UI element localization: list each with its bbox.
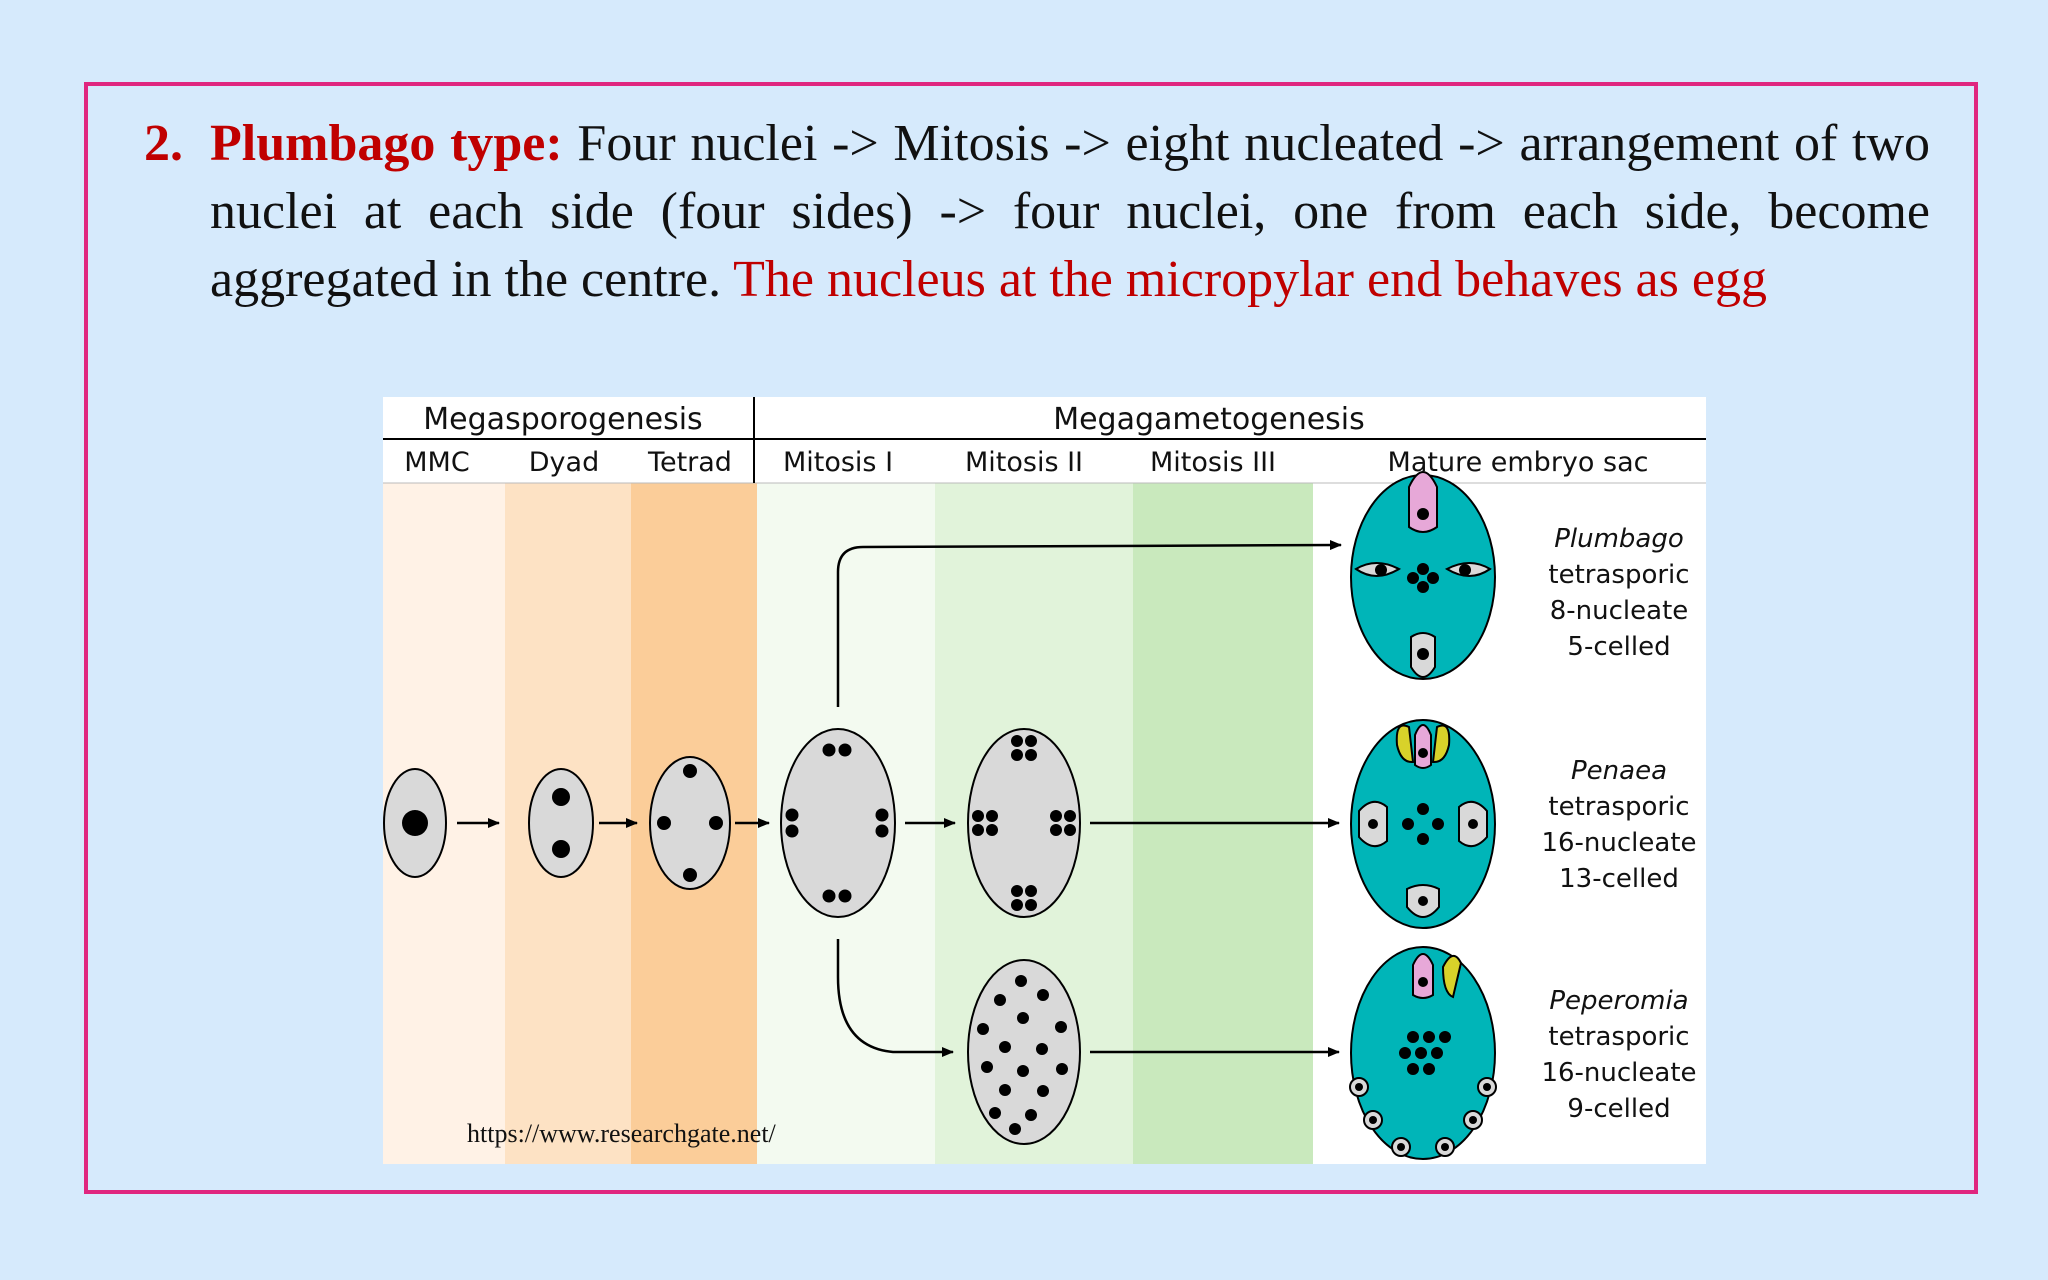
penaea-line2: 16-nucleate [1541, 828, 1696, 858]
type-labels: Plumbago tetrasporic 8-nucleate 5-celled… [1541, 524, 1696, 1124]
mitosis-1-cell [780, 728, 896, 918]
peperomia-line1: tetrasporic [1548, 1022, 1689, 1052]
penaea-embryo-sac [1350, 719, 1496, 929]
stage-label-tetrad: Tetrad [647, 447, 732, 478]
plumbago-line3: 5-celled [1567, 632, 1670, 662]
item-highlight: The nucleus at the micropylar end behave… [733, 251, 1767, 308]
dyad-cell [528, 768, 594, 878]
plumbago-embryo-sac [1350, 471, 1496, 680]
plumbago-line1: tetrasporic [1548, 560, 1689, 590]
arrow-to-plumbago [836, 540, 1342, 707]
penaea-name: Penaea [1571, 756, 1667, 786]
diagram-header: Megasporogenesis Megagametogenesis MMC D… [383, 397, 1706, 484]
mmc-cell [383, 768, 447, 878]
embryo-sac-diagram: Megasporogenesis Megagametogenesis MMC D… [383, 397, 1706, 1164]
stage-label-mmc: MMC [404, 447, 469, 478]
tetrad-cell [649, 756, 731, 890]
peperomia-embryo-sac [1349, 946, 1497, 1160]
plumbago-name: Plumbago [1554, 524, 1684, 554]
stage-label-dyad: Dyad [529, 447, 599, 478]
peperomia-name: Peperomia [1549, 986, 1688, 1016]
stage-label-mitosis-3: Mitosis III [1150, 447, 1276, 478]
penaea-line1: tetrasporic [1548, 792, 1689, 822]
mitosis-2-cell-grouped [967, 728, 1081, 918]
peperomia-line2: 16-nucleate [1541, 1058, 1696, 1088]
arrow-to-peperomia-mitosis [836, 939, 954, 1057]
plumbago-line2: 8-nucleate [1550, 596, 1689, 626]
mitosis-2-cell-scattered [967, 959, 1081, 1145]
header-megagametogenesis: Megagametogenesis [1053, 402, 1365, 437]
stage-label-mitosis-2: Mitosis II [965, 447, 1083, 478]
stage-label-mitosis-1: Mitosis I [783, 447, 893, 478]
source-url: https://www.researchgate.net/ [467, 1119, 777, 1148]
item-number: 2. [144, 115, 183, 172]
item-paragraph: Plumbago type: Four nuclei -> Mitosis ->… [210, 110, 1930, 314]
peperomia-line3: 9-celled [1567, 1094, 1670, 1124]
header-megasporogenesis: Megasporogenesis [423, 402, 702, 437]
penaea-line3: 13-celled [1559, 864, 1679, 894]
content-frame [84, 82, 1978, 1194]
item-body: Four nuclei -> Mitosis -> eight nucleate… [210, 115, 1931, 308]
item-heading: Plumbago type: [210, 115, 563, 172]
stage-label-mature-embryo-sac: Mature embryo sac [1388, 447, 1649, 478]
plumbago-type-item: 2. Plumbago type: Four nuclei -> Mitosis… [144, 110, 1930, 314]
